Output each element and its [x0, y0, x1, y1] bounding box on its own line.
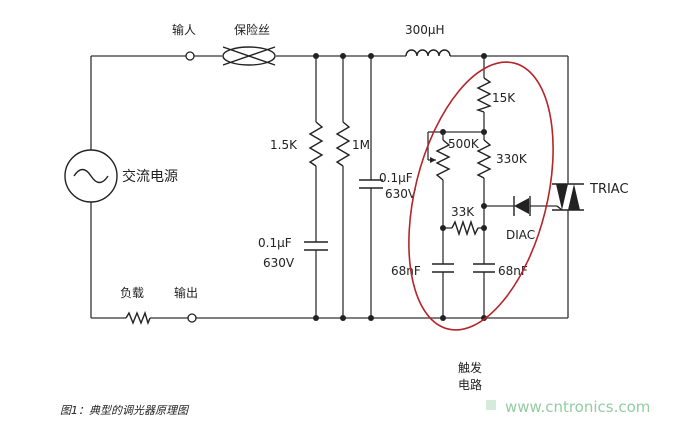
diac-symbol — [513, 196, 531, 216]
wires — [90, 55, 569, 319]
capacitor-mid-symbol — [359, 179, 383, 189]
capacitor-mid-value: 0.1μF — [379, 171, 413, 185]
svg-text:www.cntronics.com: www.cntronics.com — [505, 398, 650, 416]
resistor-1-5k-label: 1.5K — [270, 138, 298, 152]
potentiometer-500k-label: 500K — [448, 137, 480, 151]
output-label: 输出 — [174, 285, 198, 300]
resistor-1m-label: 1M — [352, 138, 370, 152]
capacitor-68nf-left-label: 68nF — [391, 264, 421, 278]
potentiometer-wiper-arrow — [430, 157, 436, 163]
trigger-circuit-highlight — [408, 61, 554, 331]
inductor-symbol — [405, 49, 451, 57]
diac-label: DIAC — [506, 228, 535, 242]
resistor-330k-label: 330K — [496, 152, 528, 166]
resistor-15k-label: 15K — [492, 91, 516, 105]
watermark: www.cntronics.com — [486, 398, 650, 416]
capacitor-68nf-left-symbol — [432, 263, 454, 273]
resistor-330k-symbol — [476, 139, 492, 179]
capacitor-left-symbol — [304, 241, 328, 251]
potentiometer-500k-symbol — [435, 139, 451, 181]
fuse-symbol — [222, 46, 276, 66]
resistor-1-5k-symbol — [308, 121, 324, 167]
triac-symbol — [552, 174, 584, 222]
capacitor-mid-voltage: 630V — [385, 187, 417, 201]
input-label: 输人 — [172, 22, 196, 37]
figure-caption: 图1：典型的调光器原理图 — [60, 404, 190, 417]
resistor-33k-symbol — [451, 219, 479, 237]
resistor-15k-symbol — [475, 77, 492, 113]
capacitor-left-value: 0.1μF — [258, 236, 292, 250]
trigger-label-line1: 触发 — [458, 360, 482, 375]
fuse-label: 保险丝 — [234, 22, 270, 37]
inductor-label: 300μH — [405, 23, 445, 37]
ac-source-symbol — [64, 149, 118, 203]
input-terminal — [185, 51, 195, 61]
watermark-logo-icon — [486, 400, 496, 410]
capacitor-left-voltage: 630V — [263, 256, 295, 270]
capacitor-68nf-right-symbol — [473, 263, 495, 273]
load-label: 负载 — [120, 286, 144, 300]
triac-label: TRIAC — [589, 182, 629, 197]
resistor-33k-label: 33K — [451, 205, 475, 219]
ac-source-label: 交流电源 — [122, 168, 178, 185]
resistor-1m-symbol — [335, 121, 351, 167]
junctions — [313, 53, 487, 321]
trigger-label-line2: 电路 — [458, 377, 482, 392]
load-resistor-symbol — [125, 310, 151, 326]
output-terminal — [187, 313, 197, 323]
